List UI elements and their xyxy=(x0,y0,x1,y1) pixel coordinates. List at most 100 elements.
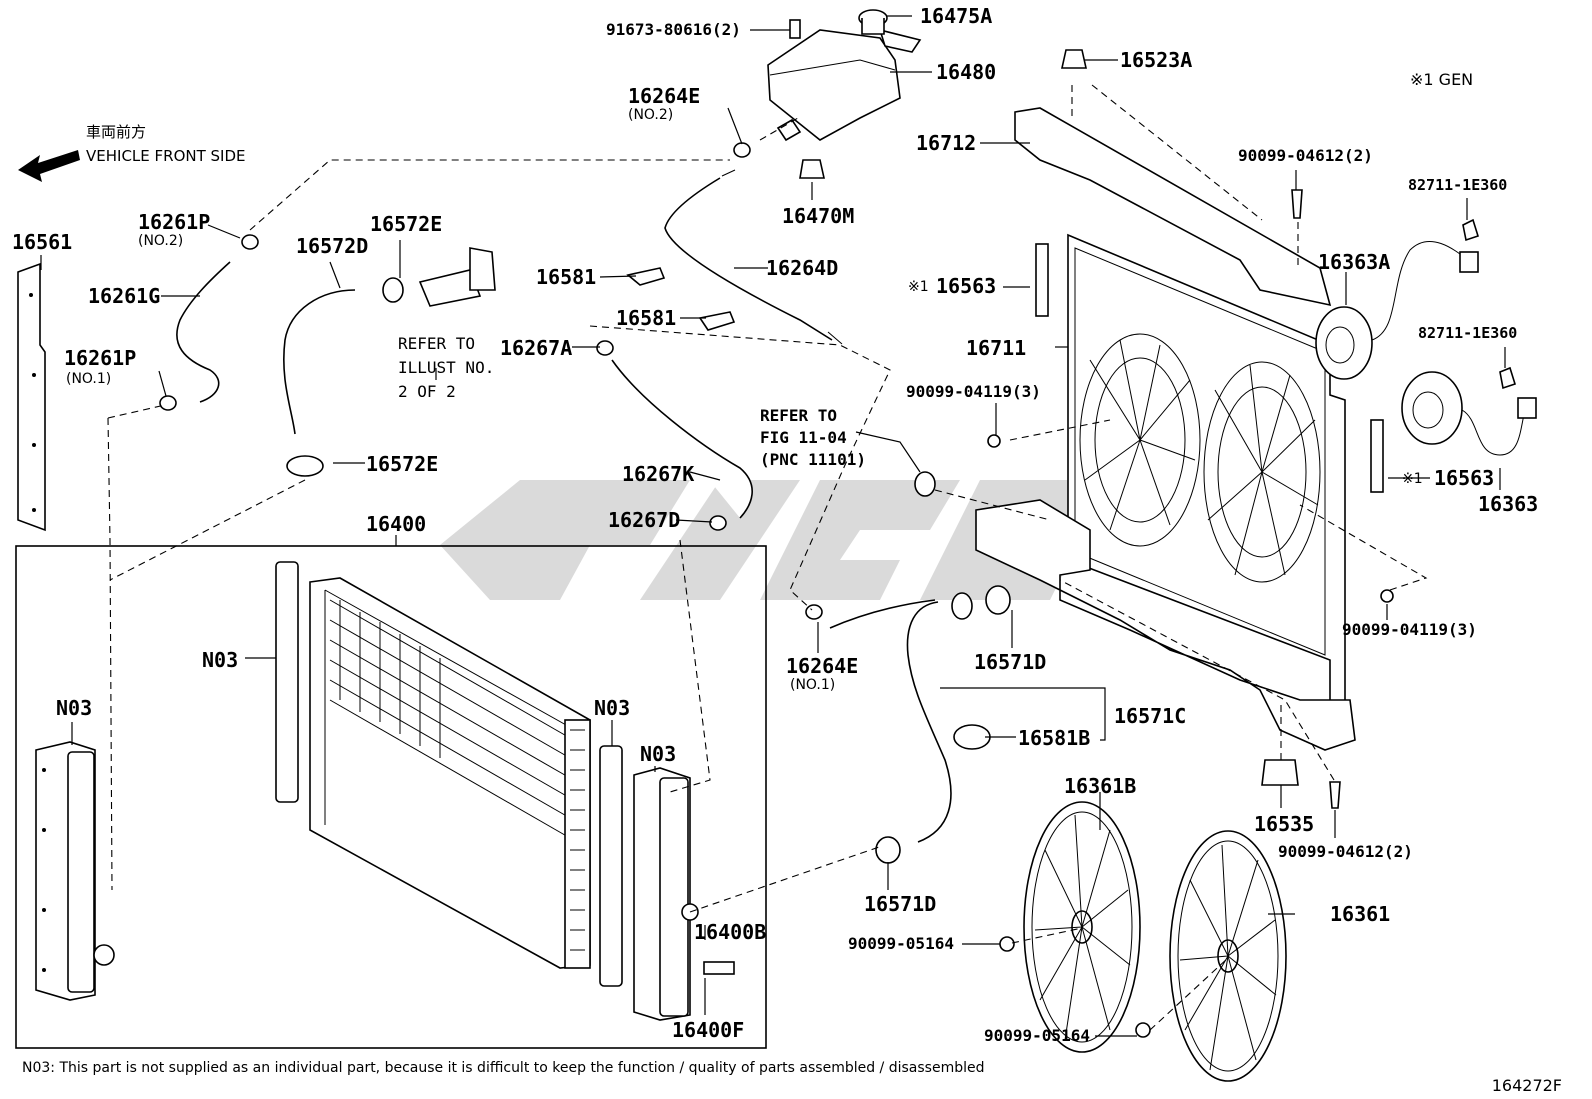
part-16561-plate xyxy=(17,262,46,532)
clamp-16267A xyxy=(596,340,614,356)
label-16563-bottom: 16563 xyxy=(1434,466,1495,490)
label-16261G: 16261G xyxy=(88,284,161,308)
label-91673: 91673-80616(2) xyxy=(606,20,741,39)
radiator-side-tank-left xyxy=(35,741,115,1001)
mark-16563-top: ※1 xyxy=(908,279,929,295)
clamp-16571D-bottom xyxy=(875,836,901,864)
label-16480: 16480 xyxy=(936,60,997,84)
label-90099-04119-a: 90099-04119(3) xyxy=(906,382,1041,401)
footnote-n03: N03: This part is not supplied as an ind… xyxy=(22,1060,985,1076)
hose-16572D xyxy=(283,289,356,435)
radiator-assembly-box xyxy=(15,545,767,1049)
leader-lines xyxy=(40,15,1506,1037)
label-16572E-bottom: 16572E xyxy=(366,452,439,476)
label-82711-b: 82711-1E360 xyxy=(1418,324,1518,342)
label-90099-05164-b: 90099-05164 xyxy=(984,1026,1090,1045)
label-16711: 16711 xyxy=(966,336,1027,360)
seal-16563-bottom xyxy=(1370,419,1384,493)
label-16261P-bottom: 16261P xyxy=(64,346,137,370)
label-16470M: 16470M xyxy=(782,204,855,228)
label-16267D: 16267D xyxy=(608,508,681,532)
label-16261P-top: 16261P xyxy=(138,210,211,234)
radiator-side-tank-right xyxy=(633,767,735,1021)
label-16267A: 16267A xyxy=(500,336,573,360)
label-16264E-top-sub: (NO.2) xyxy=(628,107,674,123)
bolt-90099-04612-top xyxy=(1291,189,1303,219)
label-16400: 16400 xyxy=(366,512,427,536)
label-n03-c: N03 xyxy=(594,696,631,720)
refer-illust-line1: REFER TO xyxy=(398,334,476,353)
label-16363: 16363 xyxy=(1478,492,1539,516)
label-90099-04119-b: 90099-04119(3) xyxy=(1342,620,1477,639)
clamp-16572E-bottom xyxy=(286,455,324,477)
label-16475A: 16475A xyxy=(920,4,993,28)
label-16361B: 16361B xyxy=(1064,774,1137,798)
label-16264E-bottom: 16264E xyxy=(786,654,859,678)
bolt-90099-04119-b xyxy=(1380,589,1394,603)
refer-fig-line2: FIG 11-04 xyxy=(760,428,847,447)
clip-82711-a xyxy=(1462,218,1479,242)
clamp-16261P-no2 xyxy=(241,234,259,250)
bolt-90099-04119-a xyxy=(987,434,1001,448)
label-16571D-top: 16571D xyxy=(974,650,1047,674)
reservoir-tank xyxy=(767,9,922,179)
clamp-16571D-top xyxy=(985,585,1011,615)
label-16581B: 16581B xyxy=(1018,726,1091,750)
label-90099-05164-a: 90099-05164 xyxy=(848,934,954,953)
label-16581-a: 16581 xyxy=(536,265,597,289)
nut-90099-05164-a xyxy=(999,936,1015,952)
radiator-core xyxy=(309,577,591,969)
upper-support-16712 xyxy=(1014,107,1332,307)
label-16523A: 16523A xyxy=(1120,48,1193,72)
relation-lines xyxy=(107,84,1428,1031)
label-16561: 16561 xyxy=(12,230,73,254)
seal-16563-top xyxy=(1035,243,1049,317)
fan-16361 xyxy=(1169,830,1287,1082)
label-82711-a: 82711-1E360 xyxy=(1408,176,1508,194)
label-16261P-top-sub: (NO.2) xyxy=(138,233,184,249)
front-arrow-icon xyxy=(18,150,80,182)
fan-motor-16363A xyxy=(1315,240,1479,380)
fan-motor-16363 xyxy=(1401,371,1537,456)
front-label-en: VEHICLE FRONT SIDE xyxy=(86,147,246,165)
grommet-16523A xyxy=(1061,49,1087,69)
seal-n03-right xyxy=(599,745,623,987)
label-16581-b: 16581 xyxy=(616,306,677,330)
refer-illust-line3: 2 OF 2 xyxy=(398,382,456,401)
clip-82711-b xyxy=(1499,366,1516,390)
bracket-16581-a xyxy=(626,267,666,286)
clamp-16261P-no1 xyxy=(159,395,177,411)
label-16363A: 16363A xyxy=(1318,250,1391,274)
label-n03-b: N03 xyxy=(56,696,93,720)
gen-note: ※1 GEN xyxy=(1410,70,1474,89)
hose-16261G xyxy=(176,261,231,403)
mark-16563-bottom: ※1 xyxy=(1402,471,1423,487)
clamp-16264E-no1 xyxy=(805,604,823,620)
outlet-pipe xyxy=(382,247,496,307)
label-16264D: 16264D xyxy=(766,256,839,280)
cushion-16535 xyxy=(1261,759,1299,786)
front-label-jp: 車両前方 xyxy=(86,123,147,141)
label-16571C: 16571C xyxy=(1114,704,1187,728)
fan-shroud xyxy=(975,233,1356,751)
nut-90099-05164-b xyxy=(1135,1022,1151,1038)
figure-number: 164272F xyxy=(1491,1076,1562,1095)
label-16361: 16361 xyxy=(1330,902,1391,926)
label-16400F: 16400F xyxy=(672,1018,745,1042)
label-n03-a: N03 xyxy=(202,648,239,672)
clamp-16267D xyxy=(709,515,727,531)
refer-fig-line3: (PNC 11101) xyxy=(760,450,866,469)
refer-fig-line1: REFER TO xyxy=(760,406,838,425)
label-n03-d: N03 xyxy=(640,742,677,766)
label-16400B: 16400B xyxy=(694,920,767,944)
pipe-refer-fig xyxy=(914,471,936,497)
bolt-90099-04612-bottom xyxy=(1329,781,1341,809)
label-16261P-bottom-sub: (NO.1) xyxy=(66,371,112,387)
refer-illust-line2: ILLUST NO. xyxy=(398,358,495,377)
hose-16264D xyxy=(664,177,833,341)
label-90099-04612-top: 90099-04612(2) xyxy=(1238,146,1373,165)
label-16264E-top: 16264E xyxy=(628,84,701,108)
label-16712: 16712 xyxy=(916,131,977,155)
